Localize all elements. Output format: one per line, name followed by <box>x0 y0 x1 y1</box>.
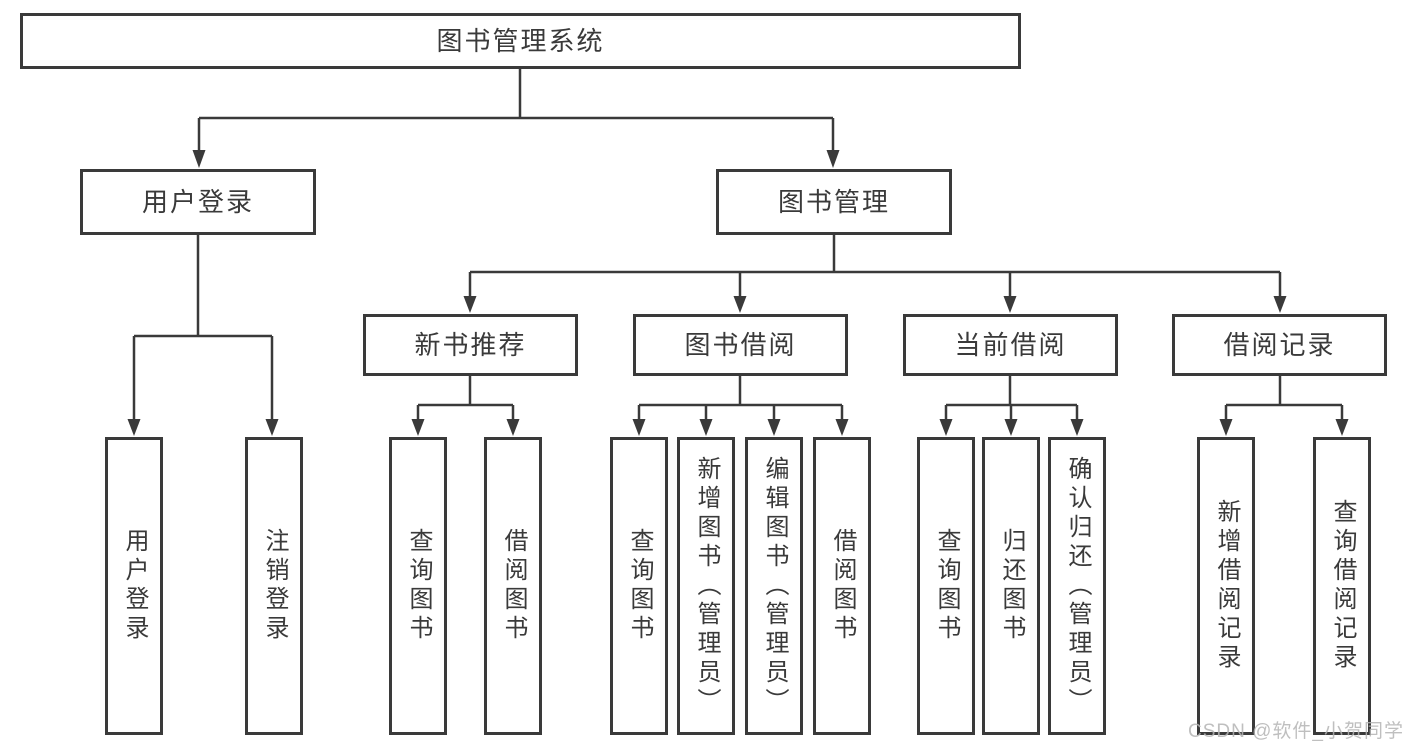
leaf-borrow-books-recommend: 借阅图书 <box>484 437 542 735</box>
leaf-return-books: 归还图书 <box>982 437 1040 735</box>
leaf-label: 查询图书 <box>626 528 653 644</box>
node-book-management: 图书管理 <box>716 169 952 235</box>
leaf-query-books-borrowing: 查询图书 <box>610 437 668 735</box>
leaf-label: 查询图书 <box>933 528 960 644</box>
leaf-edit-book-admin: 编辑图书（管理员） <box>745 437 803 735</box>
leaf-label: 新增借阅记录 <box>1213 499 1240 673</box>
leaf-borrow-books-borrowing: 借阅图书 <box>813 437 871 735</box>
leaf-logout: 注销登录 <box>245 437 303 735</box>
leaf-query-borrow-record: 查询借阅记录 <box>1313 437 1371 735</box>
leaf-label: 查询图书 <box>405 528 432 644</box>
leaf-label: 确认归还（管理员） <box>1064 455 1091 717</box>
node-user-login: 用户登录 <box>80 169 316 235</box>
leaf-confirm-return-admin: 确认归还（管理员） <box>1048 437 1106 735</box>
leaf-label: 借阅图书 <box>829 528 856 644</box>
node-book-borrowing: 图书借阅 <box>633 314 848 376</box>
leaf-user-login: 用户登录 <box>105 437 163 735</box>
node-label: 新书推荐 <box>414 330 527 360</box>
leaf-label: 编辑图书（管理员） <box>761 455 788 717</box>
leaf-add-borrow-record: 新增借阅记录 <box>1197 437 1255 735</box>
node-label: 当前借阅 <box>954 330 1067 360</box>
node-current-borrowing: 当前借阅 <box>903 314 1118 376</box>
leaf-query-books-recommend: 查询图书 <box>389 437 447 735</box>
leaf-query-books-current: 查询图书 <box>917 437 975 735</box>
node-label: 图书管理系统 <box>436 26 605 56</box>
leaf-label: 注销登录 <box>261 528 288 644</box>
arrowheads <box>127 150 1349 436</box>
node-library-management-system: 图书管理系统 <box>20 13 1021 69</box>
leaf-add-book-admin: 新增图书（管理员） <box>677 437 735 735</box>
leaf-label: 归还图书 <box>998 528 1025 644</box>
node-label: 用户登录 <box>141 187 254 217</box>
leaf-label: 查询借阅记录 <box>1329 499 1356 673</box>
watermark: CSDN @软件_小贺同学 <box>1188 721 1404 742</box>
leaf-label: 借阅图书 <box>500 528 527 644</box>
node-label: 图书管理 <box>777 187 890 217</box>
leaf-label: 用户登录 <box>121 528 148 644</box>
node-label: 借阅记录 <box>1223 330 1336 360</box>
node-new-book-recommendation: 新书推荐 <box>363 314 578 376</box>
node-borrowing-records: 借阅记录 <box>1172 314 1387 376</box>
node-label: 图书借阅 <box>684 330 797 360</box>
leaf-label: 新增图书（管理员） <box>693 455 720 717</box>
